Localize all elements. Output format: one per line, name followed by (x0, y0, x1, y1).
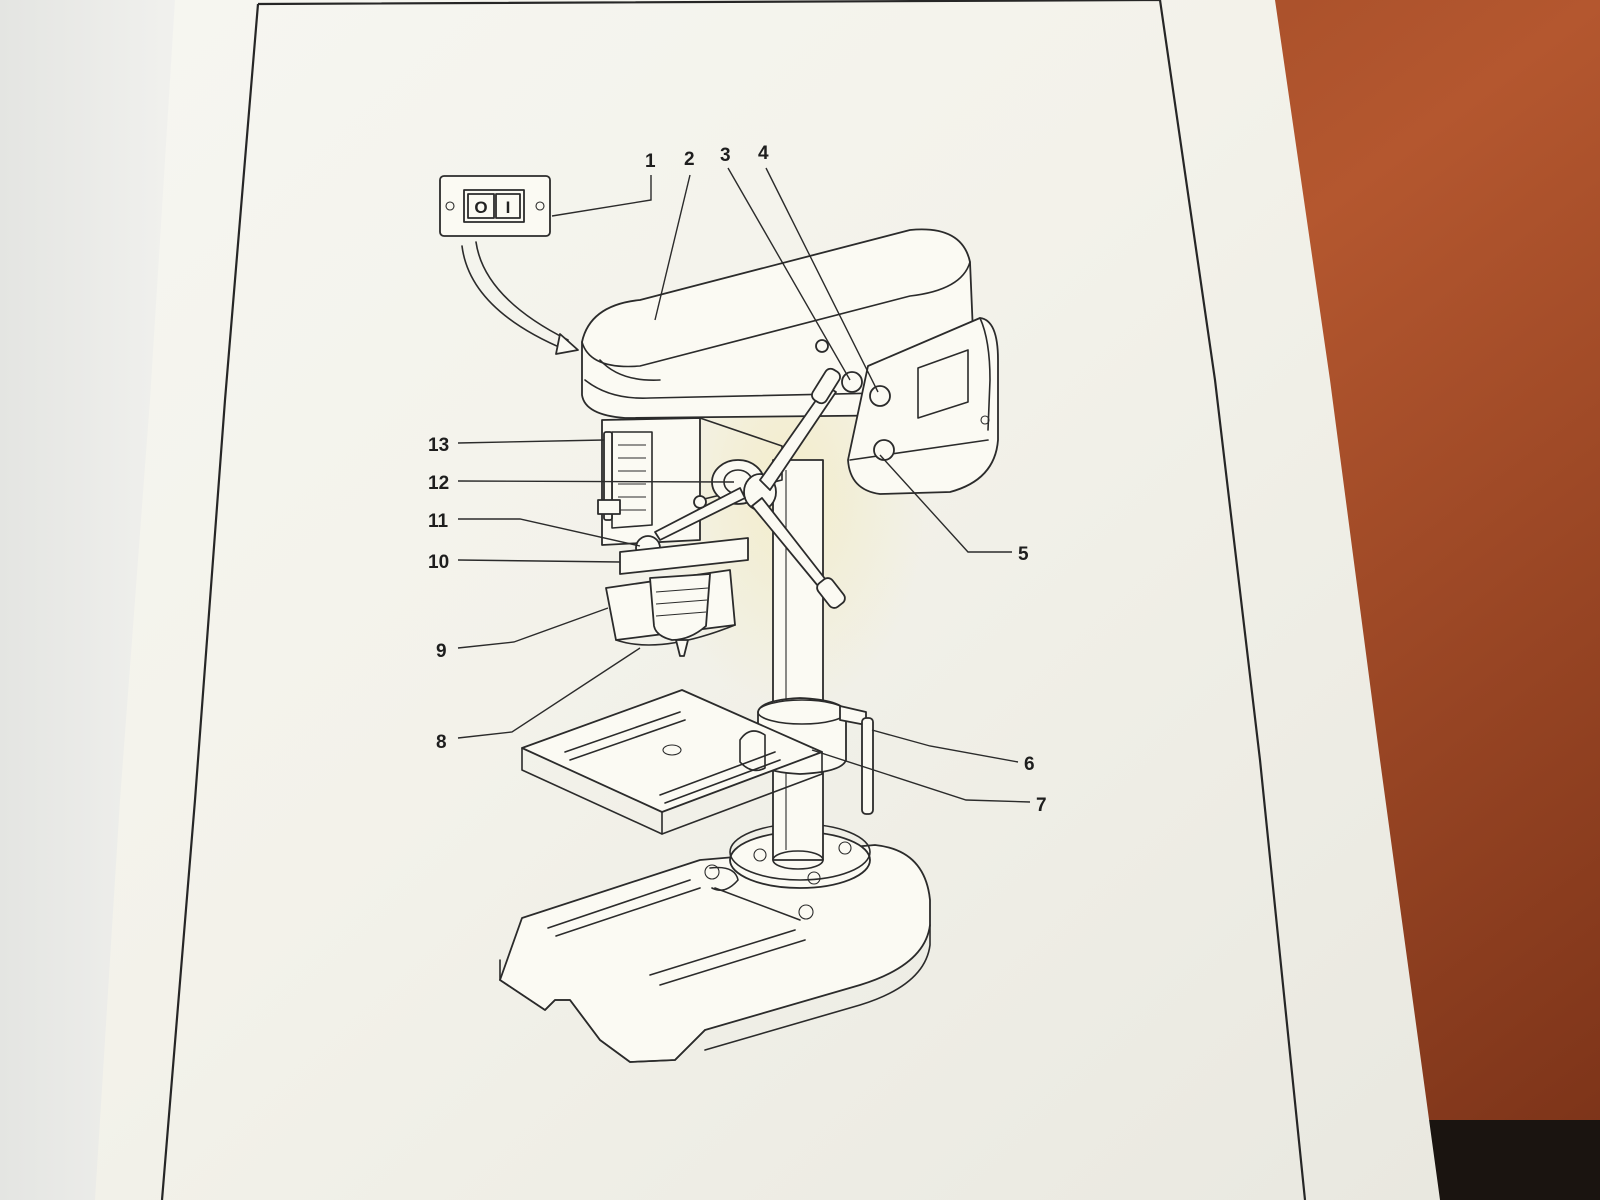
chuck (649, 573, 711, 657)
depth-stop (597, 431, 621, 521)
callout-11: 11 (428, 511, 449, 532)
callout-10: 10 (428, 552, 449, 573)
callout-1: 1 (645, 151, 656, 172)
callout-12: 12 (428, 473, 449, 494)
callout-3: 3 (720, 145, 731, 166)
callout-13: 13 (428, 435, 449, 456)
callout-8: 8 (436, 732, 447, 753)
callout-9: 9 (436, 641, 447, 662)
callout-6: 6 (1024, 754, 1035, 775)
callout-5: 5 (1018, 544, 1029, 565)
switch-on-symbol: I (506, 198, 511, 217)
drill-press-illustration: O I 1 2 3 (428, 143, 1047, 1063)
callout-7: 7 (1036, 795, 1047, 816)
page-border (160, 0, 1307, 1200)
callout-2: 2 (684, 149, 695, 170)
work-table (521, 689, 823, 835)
leader-lines (457, 167, 1031, 803)
switch-box: O I (439, 175, 551, 237)
knobs (693, 339, 895, 509)
base (499, 844, 931, 1063)
feed-handles (635, 367, 846, 609)
switch-arrow (461, 241, 579, 355)
switch-off-symbol: O (474, 198, 487, 217)
callout-numbers: 1 2 3 4 5 6 7 8 9 10 11 12 13 (428, 143, 1047, 816)
callout-4: 4 (758, 143, 769, 164)
